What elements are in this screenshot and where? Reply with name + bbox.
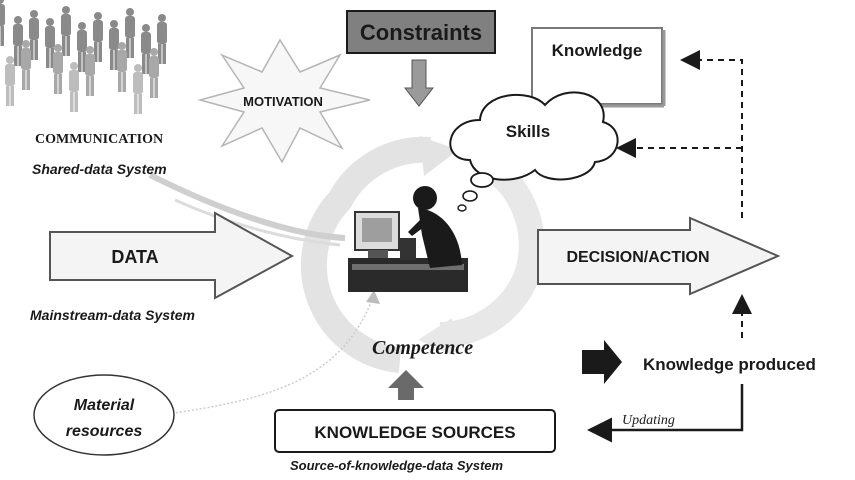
knowledge-produced-arrow-icon: [582, 340, 622, 384]
communication-to-center-curve: [148, 172, 346, 241]
data-arrow: [49, 211, 295, 300]
communication-label: COMMUNICATION: [35, 132, 163, 147]
knowledge-sources-up-arrow: [388, 370, 424, 400]
updating-line: [587, 384, 744, 443]
knowledge-label: Knowledge: [552, 41, 643, 60]
material-resources-label-line1: Material: [74, 397, 135, 414]
decision-action-arrow: [537, 216, 781, 296]
mainstream-data-system-label: Mainstream-data System: [30, 307, 195, 323]
skills-label: Skills: [506, 122, 550, 141]
knowledge-box: [531, 27, 663, 105]
competence-label: Competence: [372, 337, 473, 359]
feedback-dashed-lines: [616, 50, 752, 338]
knowledge-produced-label: Knowledge produced: [643, 355, 816, 374]
source-of-knowledge-system-label: Source-of-knowledge-data System: [290, 458, 504, 473]
constraints-label: Constraints: [360, 20, 482, 45]
constraints-down-arrow: [403, 59, 435, 107]
people-crowd-icon: [0, 0, 167, 114]
updating-label: Updating: [622, 413, 675, 428]
person-at-computer-icon: [348, 186, 468, 292]
constraints-box: [346, 10, 496, 54]
motivation-star-icon: [197, 38, 371, 164]
knowledge-sources-label: KNOWLEDGE SOURCES: [314, 423, 515, 442]
shared-data-system-label: Shared-data System: [32, 161, 167, 177]
data-label: DATA: [111, 247, 158, 267]
material-to-center-curve: [159, 299, 373, 416]
knowledge-sources-box: [274, 409, 556, 453]
material-resources-ellipse: [33, 374, 175, 456]
material-resources-label-line2: resources: [66, 423, 143, 440]
motivation-label: MOTIVATION: [243, 94, 323, 109]
decision-action-label: DECISION/ACTION: [566, 249, 709, 266]
thought-cloud-icon: [449, 91, 619, 212]
